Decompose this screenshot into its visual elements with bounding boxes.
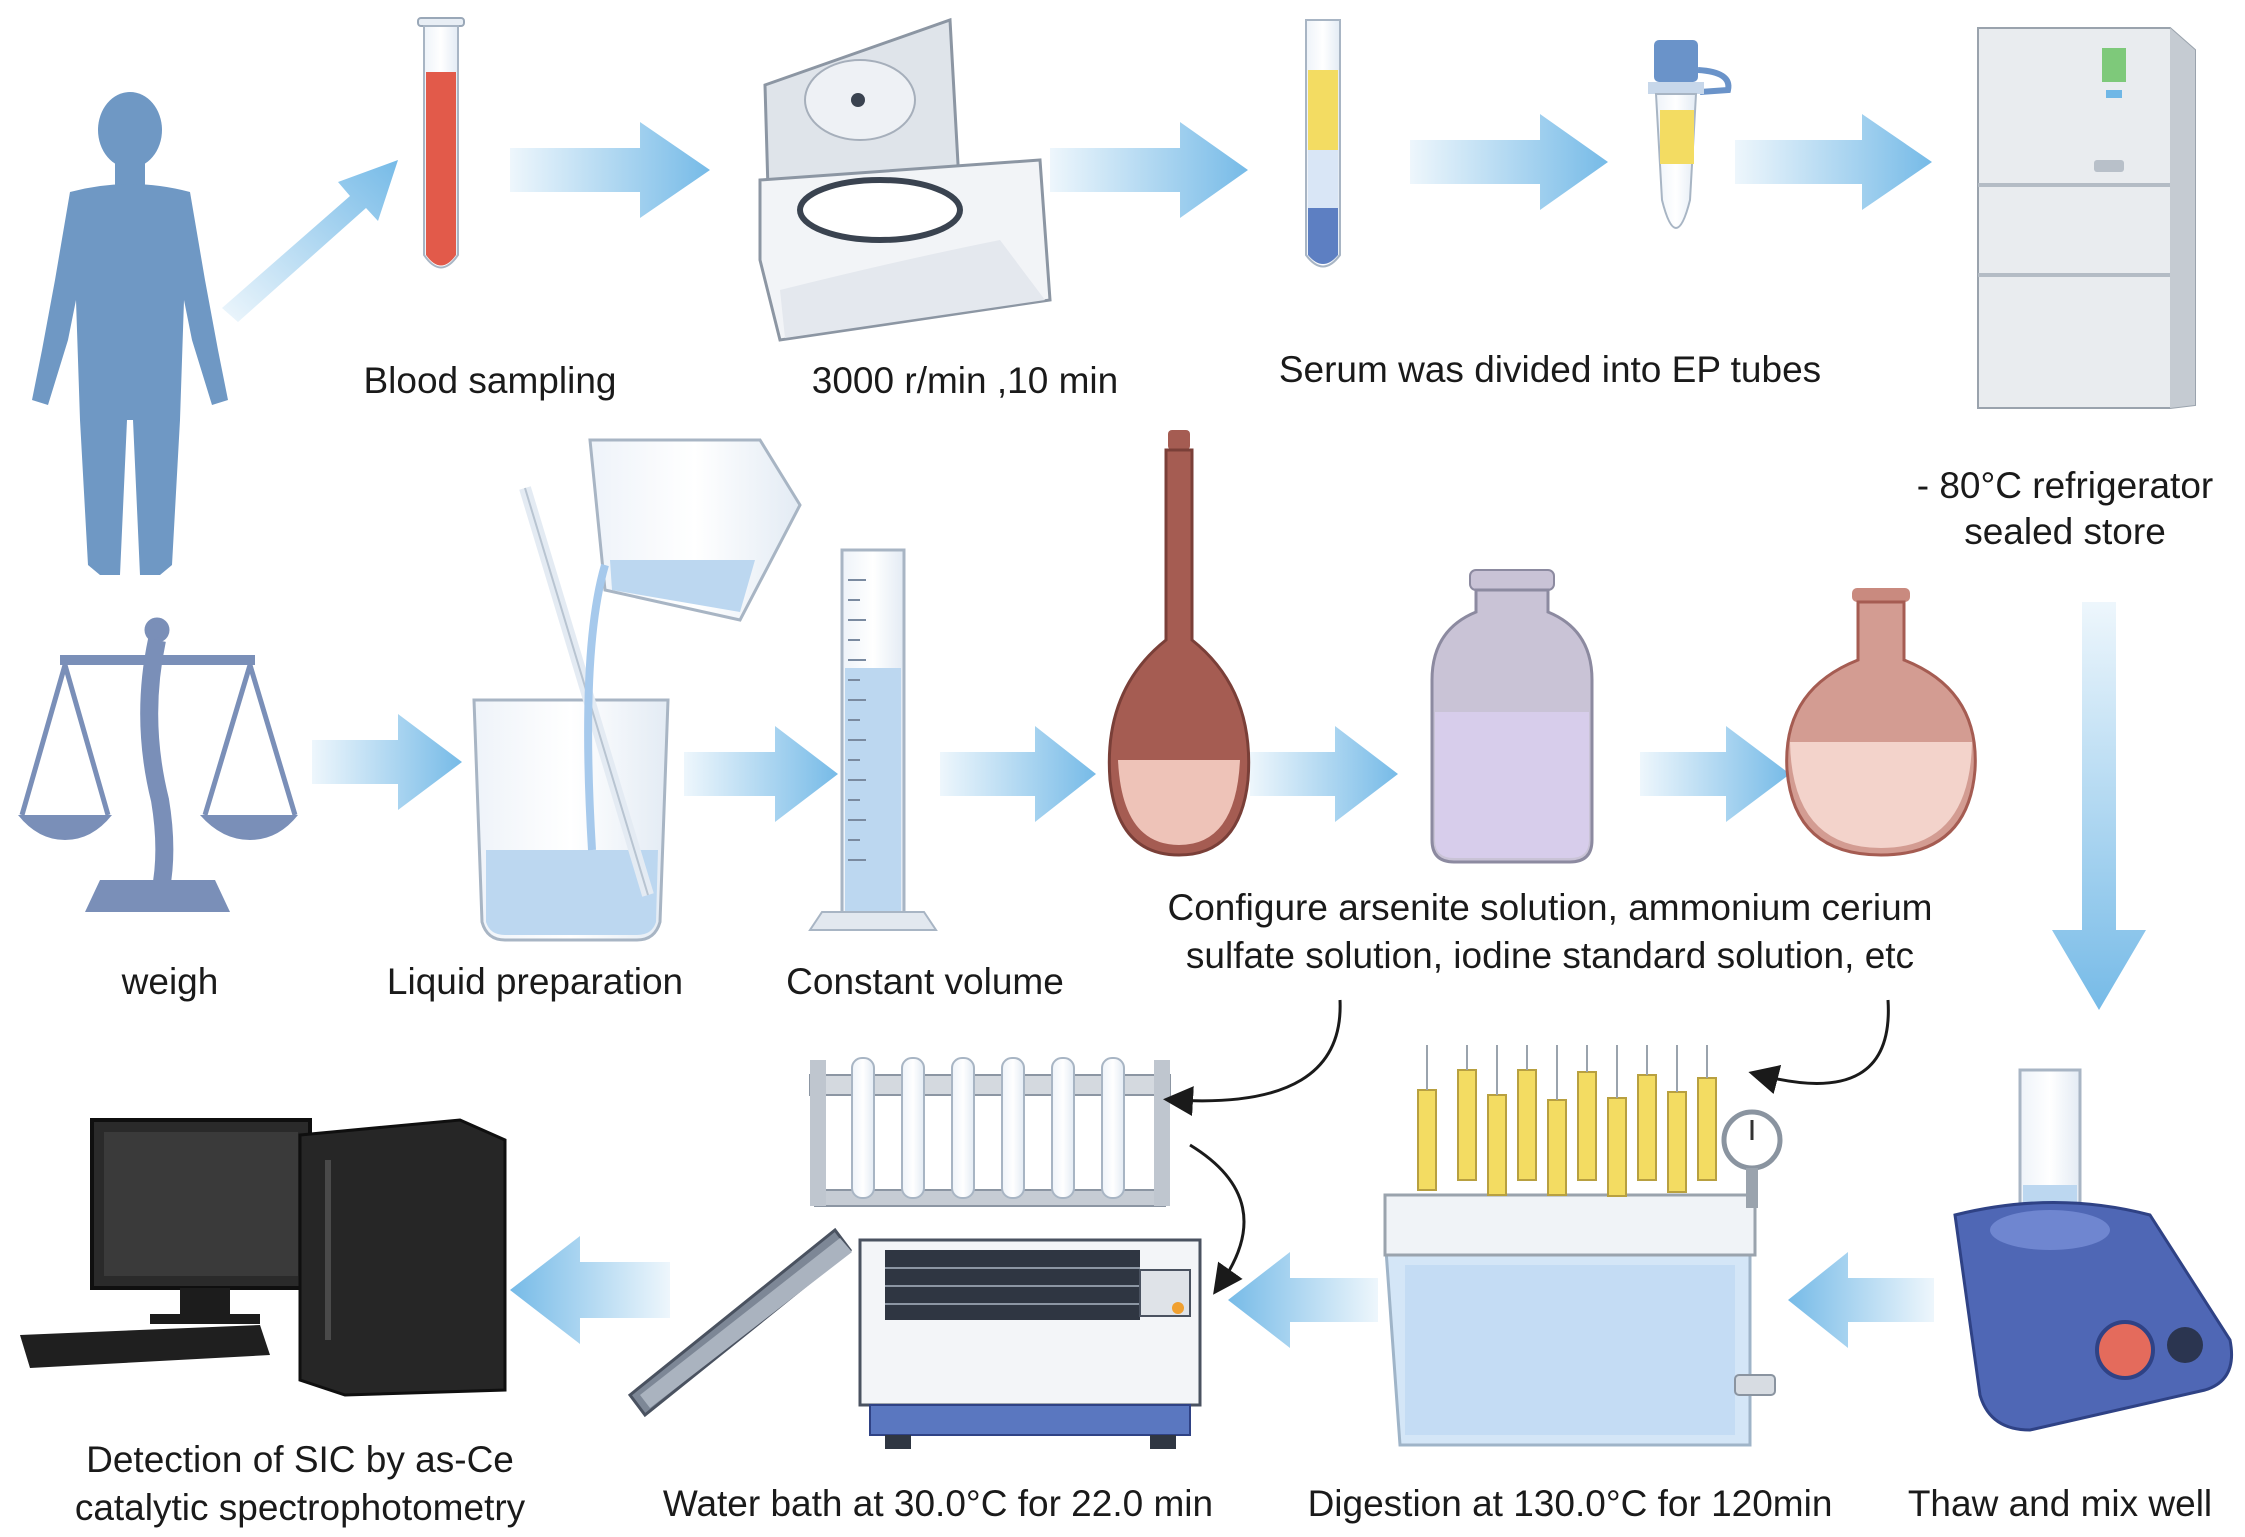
reagent-bottle-icon [1430, 569, 1594, 864]
label-detection-line2: catalytic spectrophotometry [74, 1487, 526, 1528]
flow-arrow-down [2052, 602, 2146, 1010]
balance-scale-icon [18, 617, 298, 912]
label-detection-line1: Detection of SIC by as-Ce [86, 1439, 514, 1480]
volumetric-flask-icon [1107, 430, 1251, 857]
centrifuge-icon [758, 17, 1052, 342]
label-thaw: Thaw and mix well [1907, 1483, 2213, 1524]
graduated-cylinder-icon [808, 548, 938, 931]
flow-arrow-h [312, 114, 1932, 822]
label-constant-volume: Constant volume [786, 961, 1064, 1002]
refrigerator-icon [1977, 27, 2196, 409]
separated-tube-icon [1305, 19, 1341, 268]
flow-arrow-left [510, 1236, 1934, 1348]
label-digestion: Digestion at 130.0°C for 120min [1307, 1483, 1833, 1524]
stirrer-icon [1953, 1068, 2234, 1432]
label-centrifuge: 3000 r/min ,10 min [811, 360, 1119, 401]
connector-arrow [1163, 999, 1890, 1295]
label-weigh: weigh [121, 961, 219, 1002]
water-bath-icon [627, 1227, 1202, 1449]
label-refrigerator-line1: - 80°C refrigerator [1916, 465, 2214, 506]
test-tube-icon [417, 17, 465, 269]
label-refrigerator-line2: sealed store [1964, 511, 2166, 552]
computer-icon [20, 1118, 507, 1397]
label-configure-line1: Configure arsenite solution, ammonium ce… [1167, 887, 1933, 928]
round-flask-icon [1785, 588, 1977, 857]
label-serum-ep-tubes: Serum was divided into EP tubes [1278, 349, 1822, 390]
label-water-bath: Water bath at 30.0°C for 22.0 min [662, 1483, 1214, 1524]
human-body-icon [32, 92, 228, 575]
label-blood-sampling: Blood sampling [363, 360, 617, 401]
beaker-icon [472, 438, 802, 942]
ep-tube-icon [1648, 40, 1732, 229]
tube-rack-icon [809, 1057, 1171, 1207]
digestion-apparatus-icon [1383, 1045, 1783, 1447]
label-configure-line2: sulfate solution, iodine standard soluti… [1185, 935, 1915, 976]
flow-arrow-human-to-tube [222, 160, 398, 322]
label-liquid-preparation: Liquid preparation [386, 961, 684, 1002]
